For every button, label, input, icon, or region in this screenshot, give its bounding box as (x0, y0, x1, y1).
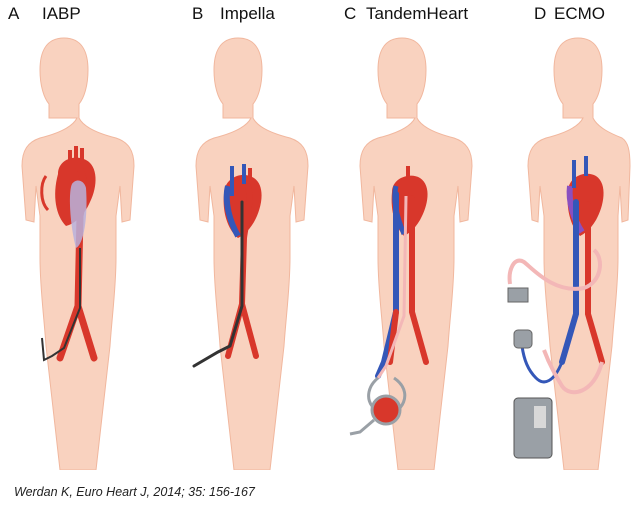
tandemheart-pump (349, 376, 407, 436)
panel-letter-d: D (534, 4, 547, 23)
impella-catheter (192, 200, 244, 368)
aorta (585, 201, 605, 365)
panel-iabp: A IABP (0, 0, 158, 470)
panel-name-iabp: IABP (42, 4, 81, 23)
figure-impella (192, 37, 309, 470)
panel-name-impella: Impella (220, 4, 275, 23)
panel-tandemheart: C TandemHeart (316, 0, 474, 470)
panel-letter-a: A (8, 4, 20, 23)
panel-ecmo: D ECMO (474, 0, 631, 470)
heart (223, 164, 262, 238)
panel-impella: B Impella (158, 0, 316, 470)
panel-letter-b: B (192, 4, 204, 23)
vena-cava (559, 199, 579, 365)
ecmo-circuit (507, 248, 604, 459)
cannula (376, 195, 408, 379)
figure-tandemheart (349, 37, 473, 470)
figure-ecmo (507, 37, 631, 470)
body-silhouette (195, 37, 309, 470)
panel-name-ecmo: ECMO (554, 4, 605, 23)
balloon (69, 180, 87, 248)
figure-iabp (21, 37, 135, 470)
citation: Werdan K, Euro Heart J, 2014; 35: 156-16… (14, 485, 255, 499)
iabp-catheter (41, 248, 81, 362)
panel-letter-c: C (344, 4, 357, 23)
panel-name-tandemheart: TandemHeart (366, 4, 469, 23)
aorta (225, 183, 259, 359)
